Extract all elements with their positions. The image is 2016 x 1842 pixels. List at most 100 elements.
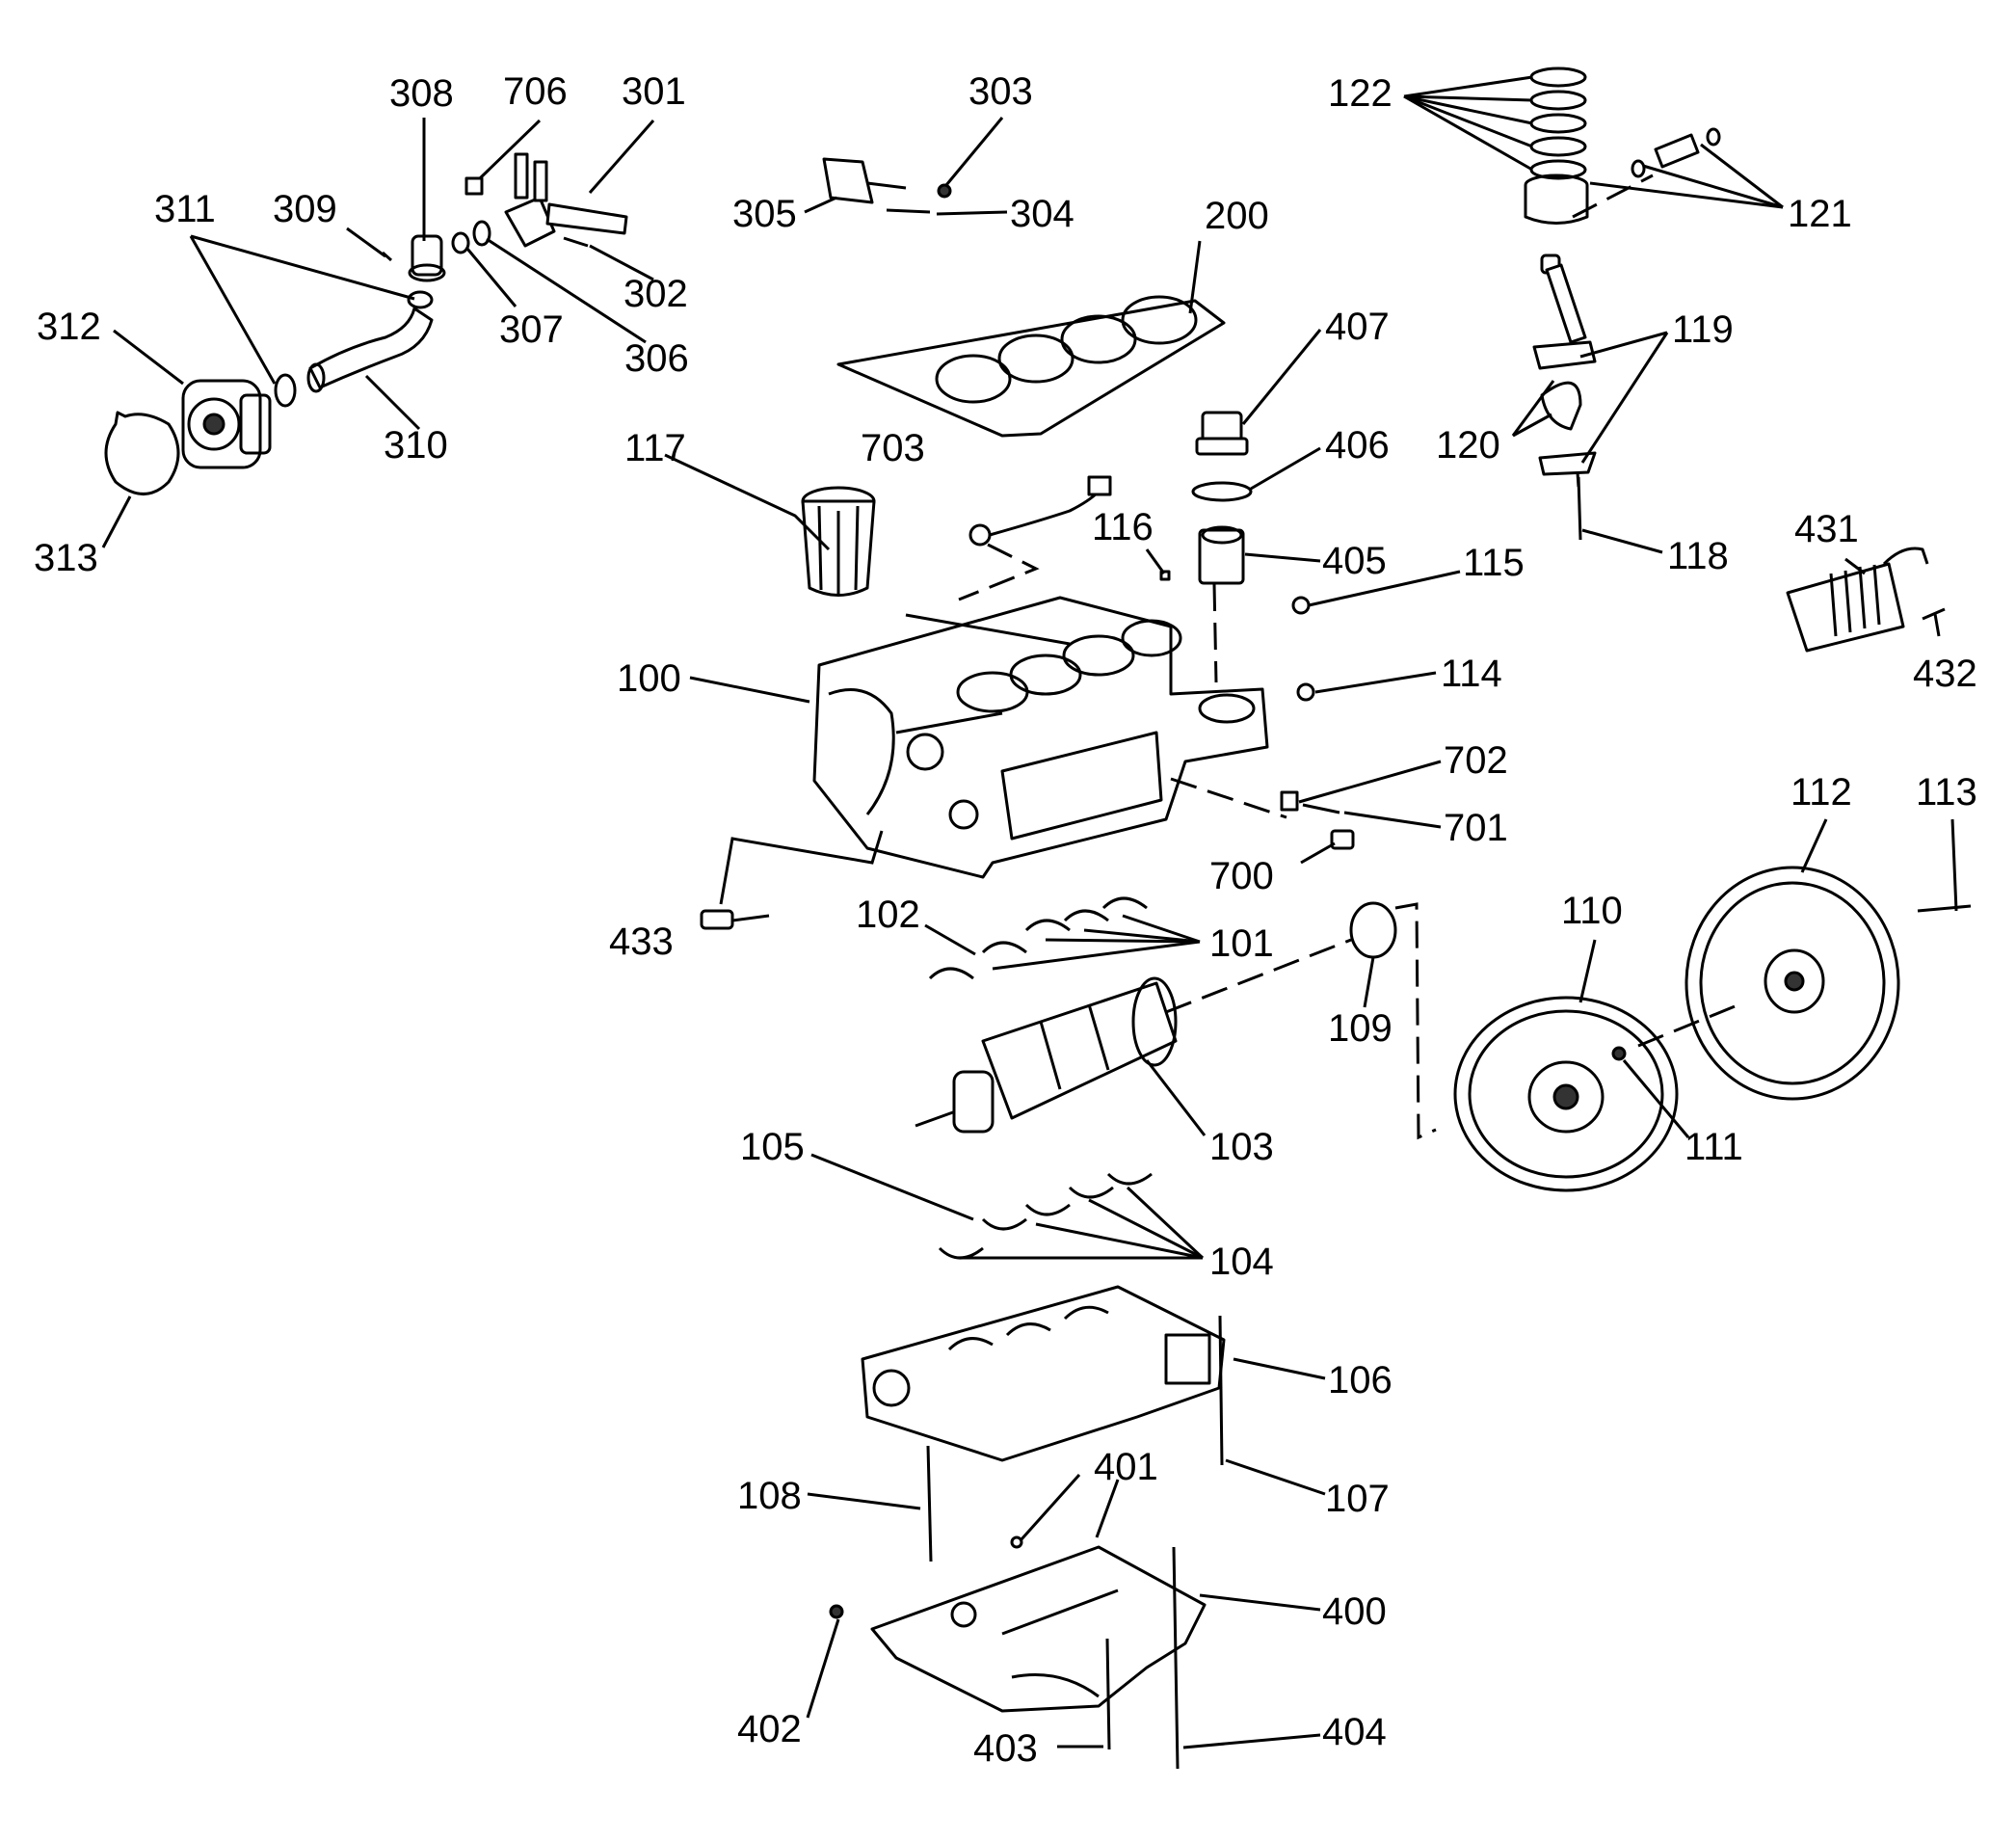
callout-302: 302	[623, 273, 688, 315]
part-plug-115	[1291, 596, 1311, 615]
part-plug-114	[1296, 682, 1315, 702]
callout-109: 109	[1328, 1007, 1393, 1050]
callout-labels: 308 706 301 303 122 311 309 305 304 200 …	[34, 70, 1977, 1770]
part-oil-filter-seal	[1191, 481, 1253, 502]
part-seal-307	[451, 231, 470, 254]
part-oil-pan	[870, 1545, 1207, 1713]
callout-119: 119	[1672, 308, 1734, 351]
part-bolt-403	[1105, 1638, 1111, 1750]
callout-305: 305	[732, 193, 797, 235]
part-bolt-701	[1302, 803, 1340, 814]
part-coolant-pipe	[306, 307, 434, 393]
callout-116: 116	[1092, 506, 1154, 548]
callout-100: 100	[617, 657, 681, 700]
part-thermostat-housing	[408, 234, 446, 282]
callout-200: 200	[1205, 195, 1269, 237]
callout-405: 405	[1322, 540, 1387, 582]
part-sensor-702	[1280, 790, 1299, 812]
part-oil-filter-element	[801, 486, 876, 597]
part-plug-116	[1159, 570, 1171, 581]
part-bolt-432	[1922, 607, 1946, 621]
part-connecting-rod	[1532, 254, 1597, 541]
part-sensor-703	[968, 475, 1112, 547]
part-bolt-107	[1218, 1315, 1224, 1466]
callout-106: 106	[1328, 1359, 1393, 1402]
callout-703: 703	[861, 427, 925, 469]
part-oil-filter-cap	[1195, 411, 1249, 456]
callout-120: 120	[1436, 424, 1500, 467]
callout-404: 404	[1322, 1711, 1387, 1753]
part-o-ring-306	[472, 220, 491, 247]
part-bolt-401	[1010, 1535, 1023, 1549]
callout-401: 401	[1094, 1446, 1158, 1488]
callout-306: 306	[624, 337, 689, 380]
part-upper-main-bearings	[928, 896, 1148, 980]
part-coolant-outlet	[504, 152, 628, 248]
part-torque-converter	[1684, 866, 1900, 1101]
part-lower-crankcase	[861, 1285, 1226, 1462]
callout-309: 309	[273, 188, 337, 230]
part-bolt-108	[926, 1445, 933, 1562]
part-piston	[1524, 174, 1589, 225]
callout-115: 115	[1463, 542, 1525, 584]
part-oil-filter-adapter	[1198, 525, 1245, 585]
callout-107: 107	[1325, 1478, 1390, 1520]
callout-706: 706	[503, 70, 568, 113]
callout-431: 431	[1794, 508, 1859, 550]
callout-403: 403	[973, 1727, 1038, 1770]
callout-313: 313	[34, 537, 98, 579]
callout-433: 433	[609, 921, 674, 963]
part-bolt-404	[1172, 1546, 1180, 1770]
part-o-ring-311b	[407, 290, 434, 309]
callout-111: 111	[1684, 1126, 1743, 1168]
callout-304: 304	[1010, 193, 1074, 235]
part-head-gasket	[836, 295, 1226, 438]
part-rod-bearings	[1540, 381, 1582, 431]
callout-103: 103	[1209, 1126, 1274, 1168]
part-bolt-304	[886, 208, 931, 214]
part-water-pump	[181, 379, 272, 469]
part-water-pump-gasket	[104, 411, 180, 495]
callout-702: 702	[1444, 739, 1508, 782]
part-bolt-302	[563, 236, 589, 248]
callout-407: 407	[1325, 306, 1390, 348]
part-sensor-700	[1330, 829, 1355, 850]
callout-303: 303	[968, 70, 1033, 113]
callout-406: 406	[1325, 424, 1390, 467]
part-bracket-305	[822, 157, 907, 204]
callout-301: 301	[622, 70, 686, 113]
part-bolt-111	[1611, 1046, 1627, 1061]
callout-122: 122	[1328, 72, 1393, 115]
callout-112: 112	[1791, 771, 1852, 814]
part-bolt-303	[937, 183, 952, 199]
callout-117: 117	[624, 427, 686, 469]
leader-lines	[101, 75, 1958, 1749]
part-sensor-433	[700, 909, 770, 930]
callout-432: 432	[1913, 653, 1977, 695]
callout-307: 307	[499, 308, 564, 351]
callout-105: 105	[740, 1126, 805, 1168]
callout-308: 308	[389, 72, 454, 115]
callout-402: 402	[737, 1708, 802, 1750]
part-oil-cooler	[1786, 547, 1929, 653]
callout-312: 312	[37, 306, 101, 348]
callout-701: 701	[1444, 807, 1508, 849]
part-engine-block	[812, 596, 1269, 879]
part-bolt-113	[1917, 904, 1972, 913]
callout-118: 118	[1667, 535, 1729, 577]
callout-700: 700	[1209, 855, 1274, 897]
alignment-lines	[958, 174, 1745, 1140]
callout-102: 102	[856, 894, 920, 936]
callout-113: 113	[1916, 771, 1977, 814]
callout-108: 108	[737, 1475, 802, 1517]
callout-121: 121	[1788, 193, 1852, 235]
part-piston-pin	[1631, 127, 1721, 178]
callout-311: 311	[154, 188, 216, 230]
callout-110: 110	[1561, 890, 1623, 932]
callout-101: 101	[1209, 922, 1274, 965]
callout-104: 104	[1209, 1241, 1274, 1283]
part-crankshaft	[915, 976, 1178, 1134]
callout-114: 114	[1441, 653, 1502, 695]
part-o-ring-311a	[274, 373, 297, 408]
